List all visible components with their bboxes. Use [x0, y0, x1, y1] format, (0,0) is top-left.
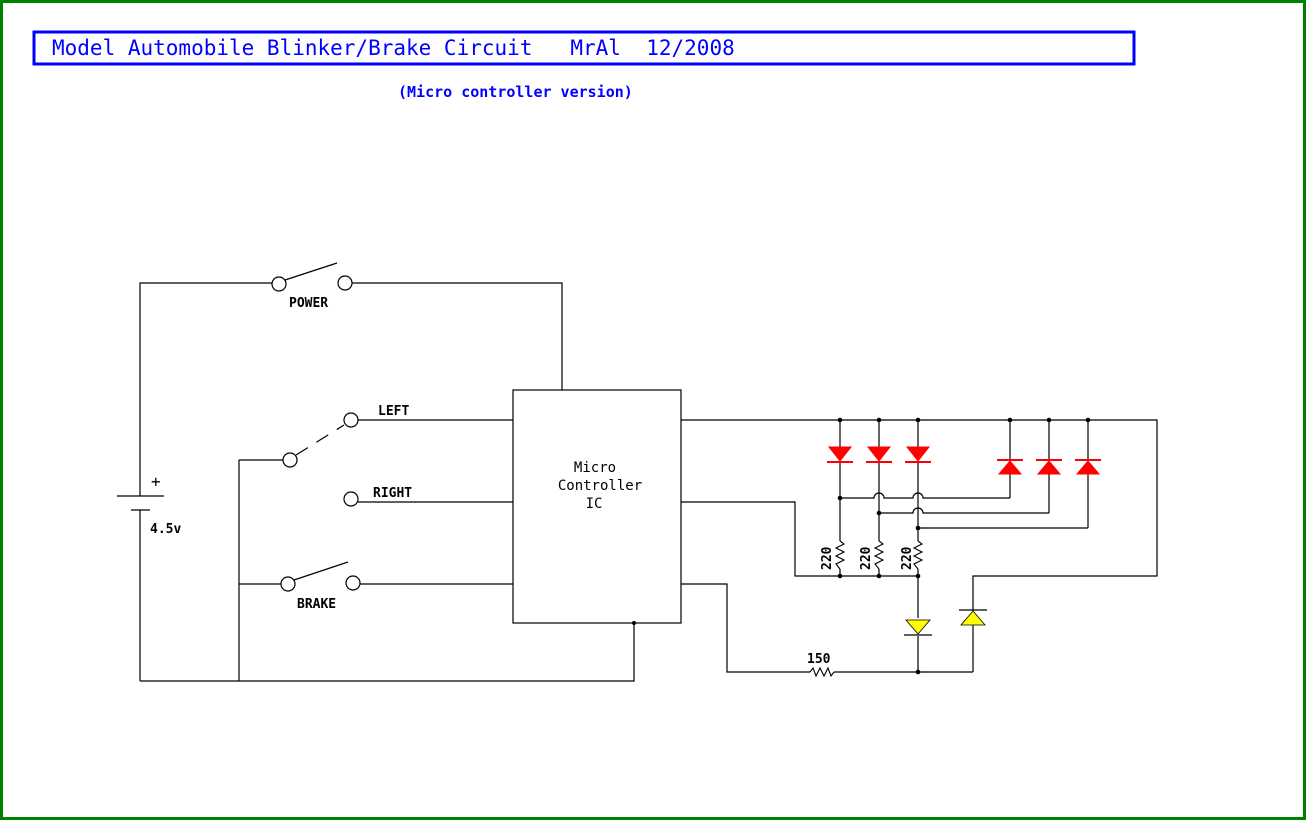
power-switch-label: POWER [289, 296, 328, 311]
resistor-150-label: 150 [807, 652, 831, 667]
left-right-switch: LEFT RIGHT [282, 404, 412, 507]
yellow-led-down [904, 619, 932, 636]
ic-label-line2: Controller [558, 478, 642, 494]
battery: + 4.5v [117, 472, 181, 537]
brake-switch: BRAKE [280, 561, 361, 612]
battery-plus-label: + [151, 472, 161, 491]
red-led-left-group [827, 446, 931, 463]
red-led [905, 446, 931, 463]
red-led [1075, 459, 1101, 475]
left-switch-label: LEFT [378, 404, 409, 419]
red-led [866, 446, 892, 463]
resistor-220-3: 220 [900, 540, 924, 570]
brake-switch-label: BRAKE [297, 597, 336, 612]
left-wiring [139, 282, 635, 682]
page-subtitle: (Micro controller version) [398, 83, 633, 101]
resistor-220-2-label: 220 [859, 546, 874, 570]
resistor-220-3-label: 220 [900, 546, 915, 570]
resistor-150: 150 [807, 652, 835, 678]
resistor-220-2: 220 [859, 540, 885, 570]
red-led [1036, 459, 1062, 475]
ic-label-line1: Micro [574, 460, 616, 476]
page-title: Model Automobile Blinker/Brake Circuit M… [52, 36, 735, 60]
ic-label-line3: IC [586, 496, 603, 512]
title-box: Model Automobile Blinker/Brake Circuit M… [32, 30, 1136, 66]
red-led [997, 459, 1023, 475]
junction-dots [632, 417, 1091, 675]
resistor-220-1: 220 [820, 540, 846, 570]
battery-voltage-label: 4.5v [150, 522, 181, 537]
right-wiring [681, 419, 1158, 673]
microcontroller-ic: Micro Controller IC [512, 389, 682, 624]
red-led [827, 446, 853, 463]
red-led-right-group [997, 459, 1101, 475]
resistor-220-1-label: 220 [820, 546, 835, 570]
yellow-led-up [959, 609, 987, 626]
power-switch: POWER [271, 262, 353, 311]
right-switch-label: RIGHT [373, 486, 412, 501]
